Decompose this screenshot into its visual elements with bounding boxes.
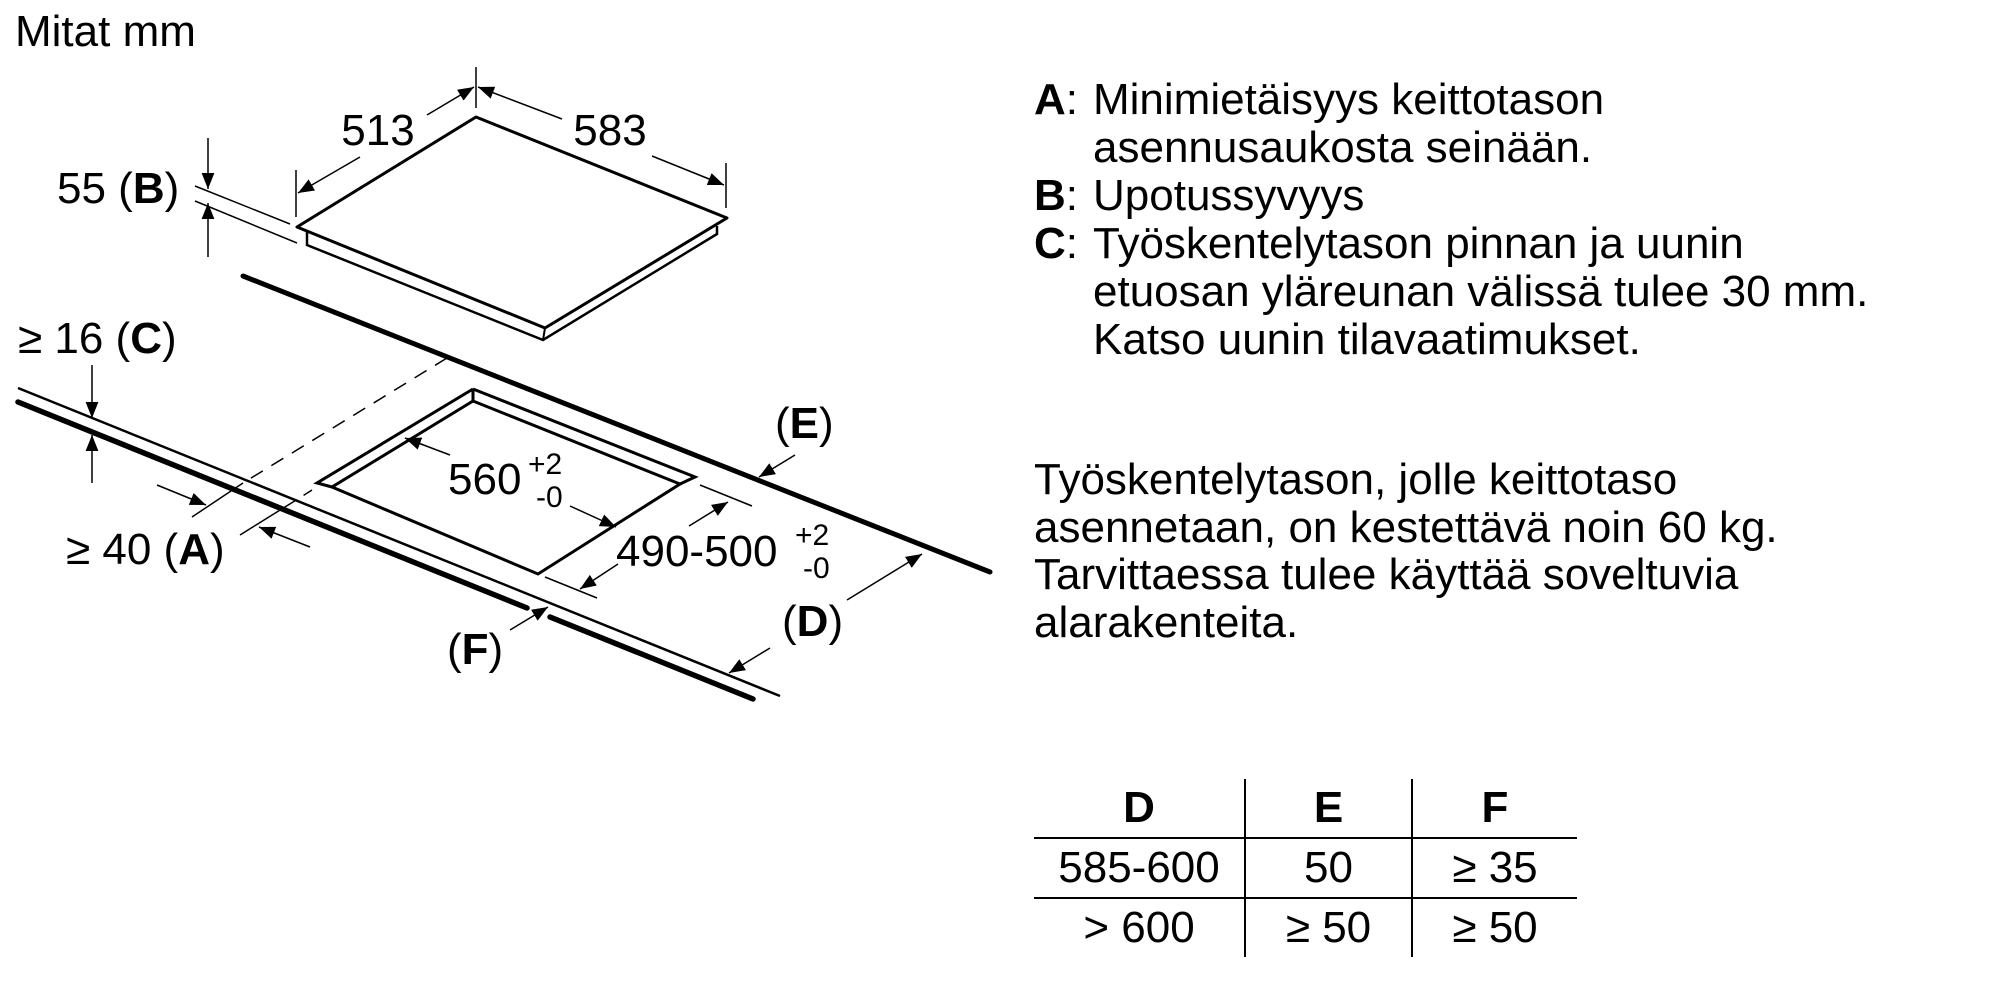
legend-key: B bbox=[1034, 171, 1066, 220]
legend-text: asennusaukosta seinään. bbox=[1093, 123, 1593, 172]
table-row: 585-600 50 ≥ 35 bbox=[1034, 837, 1577, 898]
note-line: asennetaan, on kestettävä noin 60 kg. bbox=[1034, 502, 1778, 552]
cutout-depth-dimension bbox=[544, 484, 753, 599]
f-arrow bbox=[509, 606, 549, 631]
table-cell-f: ≥ 50 bbox=[1411, 897, 1577, 957]
installation-diagram: 513 583 55 (B) 560 +2 -0 bbox=[15, 67, 993, 702]
hob-dimension-lines bbox=[295, 67, 727, 217]
label-f: (F) bbox=[447, 625, 503, 674]
cutout-depth-label: 490-500 bbox=[616, 527, 777, 576]
embed-depth-label: 55 (B) bbox=[57, 164, 179, 213]
legend-key: A bbox=[1034, 75, 1066, 124]
cutout-depth-tol-minus: -0 bbox=[803, 552, 830, 585]
table-cell-e: 50 bbox=[1244, 837, 1412, 898]
cutout-width-tol-plus: +2 bbox=[528, 448, 562, 481]
hob-depth-label: 513 bbox=[341, 106, 414, 155]
legend-text: Upotussyvyys bbox=[1093, 171, 1365, 220]
cutout-width-dimension bbox=[404, 437, 617, 528]
table-row: > 600 ≥ 50 ≥ 50 bbox=[1034, 897, 1577, 957]
hob-illustration bbox=[295, 115, 729, 342]
hob-width-label: 583 bbox=[573, 106, 646, 155]
cutout-width-label: 560 bbox=[448, 455, 521, 504]
legend-item-a: A: Minimietäisyys keittotason asennusauk… bbox=[1034, 75, 1605, 172]
page-title: Mitat mm bbox=[15, 7, 196, 56]
load-note: Työskentelytason, jolle keittotaso asenn… bbox=[1034, 456, 1778, 646]
cutout-width-tol-minus: -0 bbox=[536, 481, 563, 514]
legend-text: Työskentelytason pinnan ja uunin bbox=[1093, 219, 1744, 268]
cutout-depth-tol-plus: +2 bbox=[795, 519, 829, 552]
legend-text: etuosan yläreunan välissä tulee 30 mm. bbox=[1093, 267, 1869, 316]
projection-lines bbox=[191, 357, 448, 536]
table-header-e: E bbox=[1244, 779, 1412, 838]
d-arrows bbox=[728, 553, 923, 674]
countertop-back-edge bbox=[240, 273, 993, 575]
note-line: Tarvittaessa tulee käyttää soveltuvia bbox=[1034, 550, 1739, 599]
countertop-front-edge bbox=[15, 386, 781, 702]
table-header-row: D E F bbox=[1034, 779, 1577, 838]
oven-gap-label: ≥ 16 (C) bbox=[18, 314, 177, 363]
legend-item-b: B: Upotussyvyys bbox=[1034, 171, 1365, 220]
embed-depth-dimension bbox=[194, 138, 298, 257]
legend-key: C bbox=[1034, 219, 1066, 268]
table-cell-f: ≥ 35 bbox=[1411, 837, 1577, 898]
note-line: Työskentelytason, jolle keittotaso bbox=[1034, 455, 1678, 504]
legend-item-c: C: Työskentelytason pinnan ja uunin etuo… bbox=[1034, 219, 1869, 364]
table-cell-e: ≥ 50 bbox=[1244, 897, 1412, 957]
e-arrow bbox=[758, 454, 796, 478]
table-cell-d: 585-600 bbox=[1034, 837, 1245, 898]
table-header-d: D bbox=[1123, 783, 1155, 832]
table-cell-d: > 600 bbox=[1034, 897, 1245, 957]
legend-text: Minimietäisyys keittotason bbox=[1093, 75, 1605, 124]
cutout-opening bbox=[313, 387, 699, 576]
table-header-f: F bbox=[1411, 779, 1577, 838]
label-d: (D) bbox=[782, 597, 843, 646]
wall-distance-label: ≥ 40 (A) bbox=[66, 525, 225, 574]
note-line: alarakenteita. bbox=[1034, 597, 1299, 647]
legend-text: Katso uunin tilavaatimukset. bbox=[1093, 315, 1641, 364]
wall-distance-dimension bbox=[156, 484, 311, 548]
legend: A: Minimietäisyys keittotason asennusauk… bbox=[1034, 76, 1868, 364]
label-e: (E) bbox=[775, 399, 834, 448]
dimension-table: D E F 585-600 50 ≥ 35 > 600 ≥ 50 ≥ 50 bbox=[1034, 779, 1577, 957]
